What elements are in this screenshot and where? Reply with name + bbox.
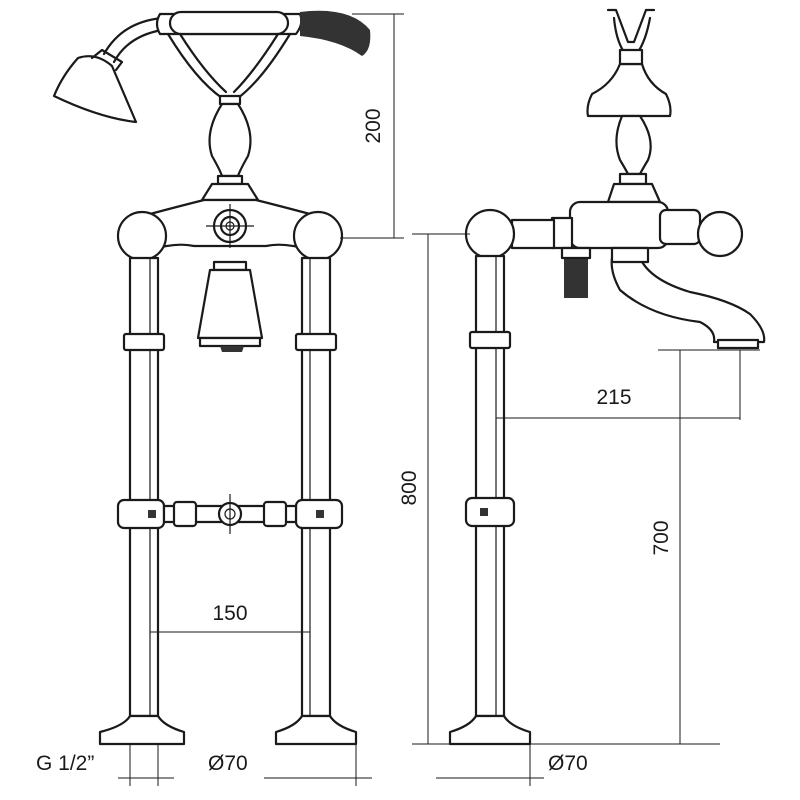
side-spout bbox=[610, 256, 766, 344]
shower-head bbox=[52, 55, 138, 124]
side-body bbox=[568, 200, 670, 250]
dim-215: 215 bbox=[596, 386, 631, 409]
diverter bbox=[196, 268, 264, 340]
dimension-labels: 200 800 700 215 150 G 1/2” Ø70 Ø70 bbox=[36, 108, 673, 775]
handset-grip bbox=[300, 10, 371, 57]
side-leg bbox=[474, 254, 506, 718]
dim-connection: G 1/2” bbox=[36, 752, 94, 775]
side-shower-head bbox=[586, 62, 672, 118]
front-view bbox=[52, 10, 371, 746]
dim-base-side: Ø70 bbox=[548, 752, 588, 775]
left-leg bbox=[128, 256, 160, 718]
dim-700: 700 bbox=[650, 520, 673, 555]
dim-800: 800 bbox=[398, 470, 421, 505]
side-view bbox=[448, 8, 766, 746]
dim-150: 150 bbox=[212, 602, 247, 625]
stem bbox=[208, 102, 252, 178]
dimension-lines bbox=[118, 13, 760, 786]
left-valve bbox=[116, 498, 166, 530]
side-handle-knob bbox=[696, 210, 744, 258]
right-foot bbox=[274, 714, 358, 746]
side-foot bbox=[448, 714, 532, 746]
dim-base-front: Ø70 bbox=[208, 752, 248, 775]
left-elbow bbox=[116, 210, 168, 262]
dim-200: 200 bbox=[362, 108, 385, 143]
shower-hose bbox=[102, 16, 164, 56]
left-foot bbox=[98, 714, 186, 746]
right-elbow bbox=[292, 210, 344, 262]
right-leg bbox=[300, 256, 332, 718]
